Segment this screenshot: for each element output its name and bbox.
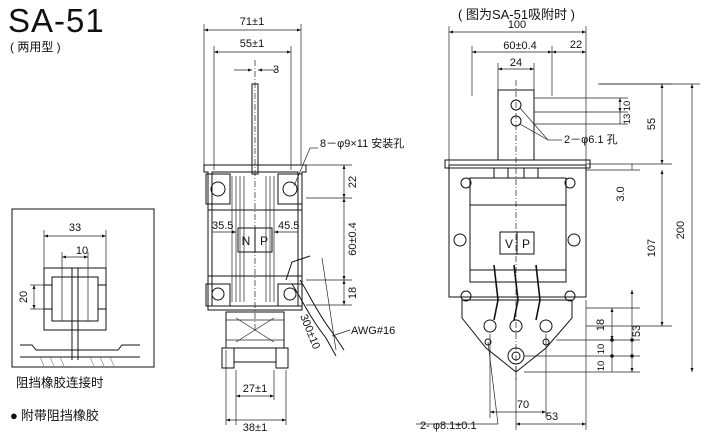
side-dim-53-horizontal: 53: [546, 411, 558, 423]
front-pole-n: N: [242, 234, 251, 248]
front-right-spring: [277, 173, 303, 307]
stopper-width-33: 33: [69, 222, 81, 234]
side-lead-wires: [493, 264, 541, 321]
front-right-45-5: 45.5: [278, 220, 299, 232]
front-view: 71±1 55±1 3: [203, 16, 404, 434]
stopper-left-tab: [43, 284, 53, 310]
stopper-rubber: [51, 276, 99, 322]
side-width-22: 22: [570, 39, 582, 51]
front-width-71: 71±1: [240, 16, 264, 28]
front-lead-length: 300±10: [297, 313, 322, 351]
side-view: 100 60±0.4 22 24 2－φ6.1 孔 10 13 55: [416, 19, 700, 432]
side-pole-p: P: [522, 237, 530, 251]
side-dim-70: 70: [517, 399, 529, 411]
front-left-foot: [221, 347, 235, 369]
side-width-60: 60±0.4: [503, 40, 537, 52]
stopper-height-20: 20: [18, 291, 30, 303]
front-rod-3: 3: [273, 64, 279, 76]
side-lever: [461, 299, 573, 373]
attached-state-caption: ( 图为SA-51吸附时 ): [458, 7, 576, 22]
side-dim-107: 107: [646, 239, 658, 257]
front-dim-18: 18: [347, 287, 359, 299]
side-dim-18: 18: [595, 319, 607, 331]
front-bottom-38: 38±1: [243, 422, 267, 434]
side-width-100: 100: [508, 19, 526, 31]
model-title: SA-51: [8, 2, 105, 39]
side-dim-200: 200: [675, 221, 687, 239]
stopper-detail-view: 33 10 20: [11, 208, 155, 368]
side-width-24: 24: [510, 57, 522, 69]
front-left-spring: [205, 173, 231, 307]
side-dim-10-a: 10: [596, 344, 607, 355]
stopper-right-tab: [97, 284, 107, 310]
side-dim-10: 10: [622, 101, 633, 112]
side-top-plate: [444, 159, 591, 169]
side-dim-53-vertical: 53: [631, 325, 643, 337]
side-hole-61-callout: 2－φ6.1 孔: [564, 133, 618, 146]
front-body: [211, 171, 299, 307]
side-hole-81-callout: 2- φ8.1±0.1: [420, 420, 477, 432]
front-bottom-27: 27±1: [243, 383, 267, 395]
front-right-foot: [275, 347, 289, 369]
side-dim-13: 13: [622, 114, 633, 125]
bullet-icon: ●: [10, 408, 18, 423]
stopper-detail-caption: 阻挡橡胶连接时: [16, 376, 104, 390]
front-left-35-5: 35.5: [212, 220, 233, 232]
stopper-note: ●附带阻挡橡胶: [10, 405, 99, 424]
awg-callout: AWG#16: [351, 325, 395, 337]
stopper-detail-frame: [11, 208, 155, 368]
front-dim-60: 60±0.4: [347, 222, 359, 256]
side-dim-55: 55: [646, 118, 658, 130]
front-base: [225, 311, 285, 349]
front-mount-hole-callout: 8－φ9×11 安装孔: [320, 136, 404, 150]
front-lead-wires: [285, 255, 345, 357]
side-pole-v: V: [505, 237, 513, 251]
stopper-width-10: 10: [76, 245, 88, 257]
front-dim-22: 22: [347, 176, 359, 188]
side-dim-3-0: 3.0: [615, 186, 627, 201]
side-coil: [469, 177, 567, 283]
stopper-note-text: 附带阻挡橡胶: [20, 408, 99, 423]
side-dim-10-b: 10: [596, 361, 607, 372]
front-pole-p: P: [260, 234, 268, 248]
front-frame: [203, 164, 307, 311]
front-width-55: 55±1: [240, 38, 264, 50]
model-subtitle: ( 两用型 ): [10, 40, 61, 54]
